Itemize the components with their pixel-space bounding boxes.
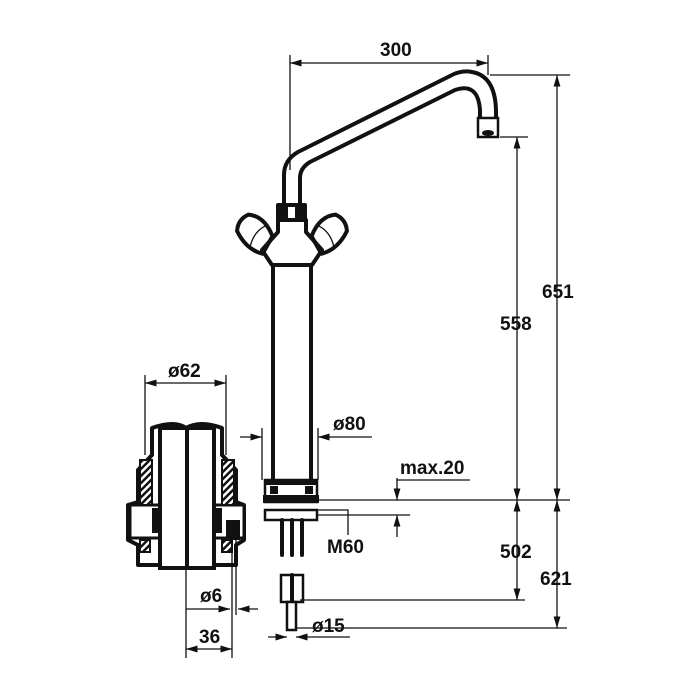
supply-tubes xyxy=(280,518,304,557)
right-handle xyxy=(309,212,349,256)
dim-558: 558 xyxy=(500,314,532,335)
connector-pipe xyxy=(285,600,298,632)
left-handle xyxy=(235,212,275,256)
dim-300: 300 xyxy=(380,40,412,61)
dim-ø80: ø80 xyxy=(333,414,366,435)
dim-m60: M60 xyxy=(327,537,364,558)
dim-ø15: ø15 xyxy=(312,616,345,637)
dim-36: 36 xyxy=(199,627,220,648)
dim-621: 621 xyxy=(540,569,572,590)
dim-max20: max.20 xyxy=(400,458,464,479)
column xyxy=(271,263,313,484)
faucet xyxy=(235,69,500,632)
dim-502: 502 xyxy=(500,542,532,563)
dim-ø6: ø6 xyxy=(200,586,222,607)
dimension-lines xyxy=(144,55,570,658)
dim-ø62: ø62 xyxy=(168,361,201,382)
spout xyxy=(282,69,498,207)
dim-651: 651 xyxy=(542,282,574,303)
section-view xyxy=(126,422,246,615)
